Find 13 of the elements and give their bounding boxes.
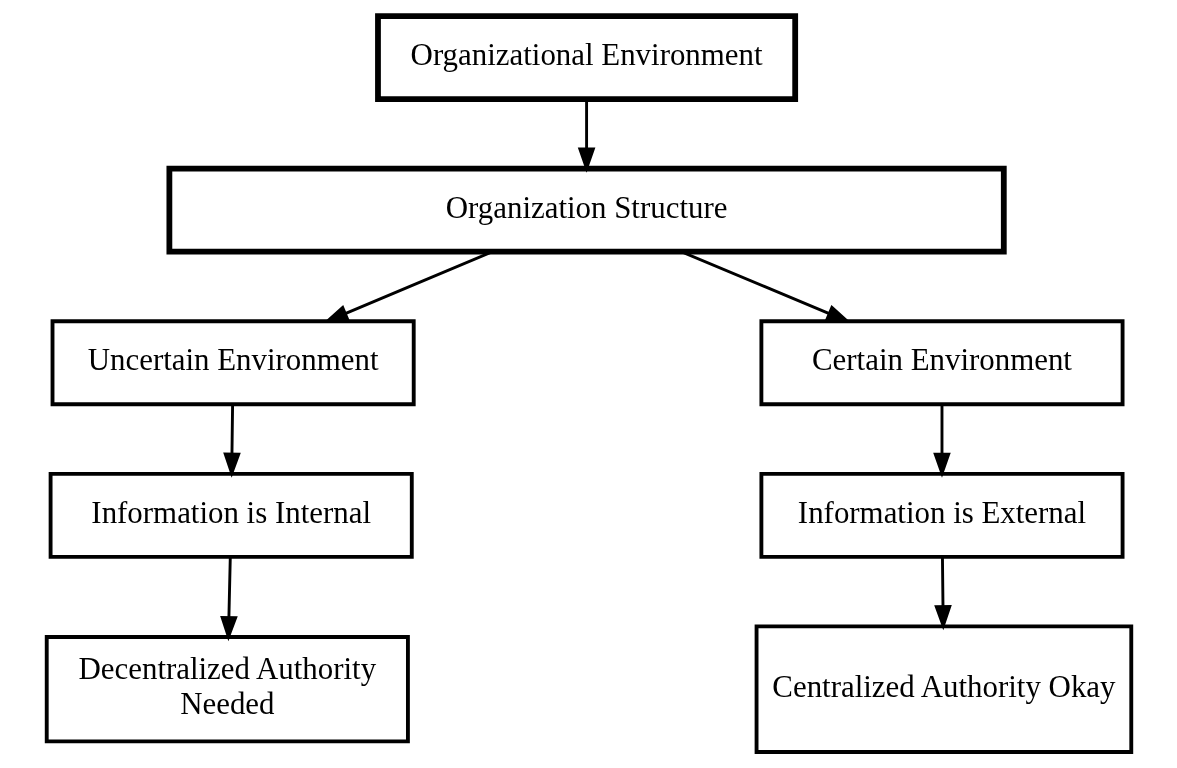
node-box: Decentralized Authority Needed xyxy=(44,635,410,744)
node-box: Information is Internal xyxy=(48,471,414,559)
node-box: Centralized Authority Okay xyxy=(754,624,1133,754)
arrow xyxy=(222,404,241,478)
arrow xyxy=(577,99,595,173)
node-box: Organizational Environment xyxy=(374,13,798,102)
arrow xyxy=(932,404,951,478)
arrow xyxy=(933,557,952,631)
node-box: Organization Structure xyxy=(166,165,1007,255)
node-box: Information is External xyxy=(758,471,1124,559)
node-box: Certain Environment xyxy=(758,319,1124,407)
node-box: Uncertain Environment xyxy=(50,319,416,407)
arrow xyxy=(219,557,238,642)
